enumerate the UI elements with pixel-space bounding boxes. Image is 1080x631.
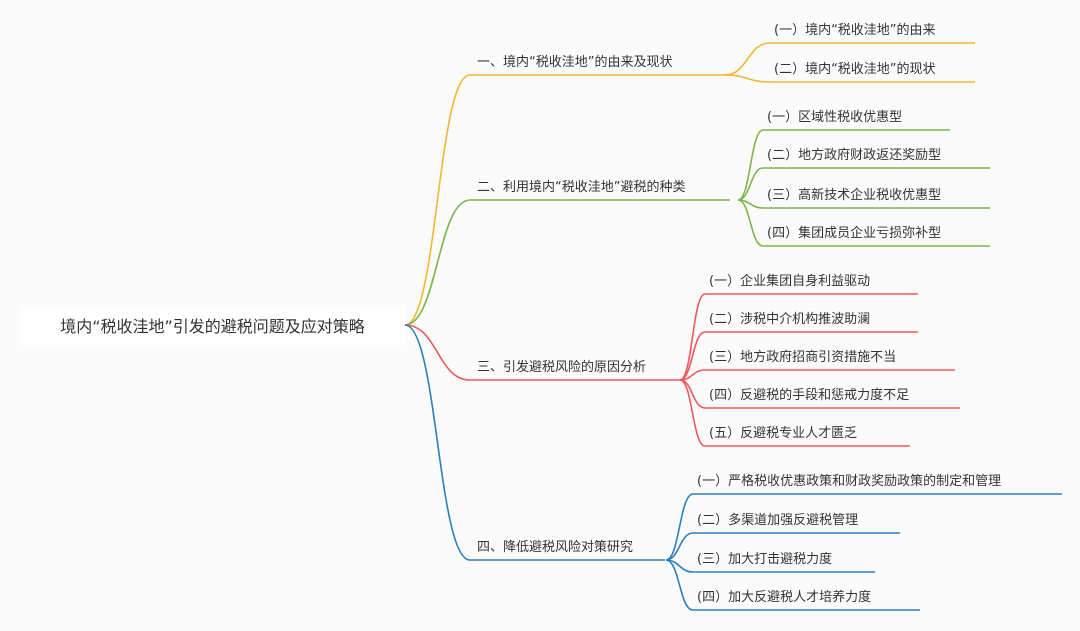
child-connector-4-2: [665, 532, 694, 561]
branch-connector-1: [404, 74, 471, 326]
child-connector-2-4: [737, 199, 764, 247]
child-connector-3-1: [679, 293, 706, 381]
subtopic-3-4[interactable]: (四）反避税的手段和惩戒力度不足: [709, 388, 910, 403]
branch-topic-3[interactable]: 三、引发避税风险的原因分析: [477, 360, 647, 375]
subtopic-1-2[interactable]: (二）境内“税收洼地”的现状: [774, 62, 936, 77]
child-connector-3-2: [679, 331, 706, 381]
subtopic-3-1[interactable]: (一）企业集团自身利益驱动: [709, 274, 871, 289]
subtopic-2-1[interactable]: (一）区域性税收优惠型: [767, 110, 903, 125]
subtopic-3-3[interactable]: (三）地方政府招商引资措施不当: [709, 350, 897, 365]
root-topic[interactable]: 境内“税收洼地”引发的避税问题及应对策略: [20, 305, 405, 345]
subtopic-2-3[interactable]: (三）高新技术企业税收优惠型: [767, 188, 942, 203]
child-connector-1-1: [724, 42, 771, 76]
subtopic-4-3[interactable]: (三）加大打击避税力度: [697, 552, 833, 567]
subtopic-4-4[interactable]: (四）加大反避税人才培养力度: [697, 590, 872, 605]
child-connector-2-2: [737, 167, 764, 201]
subtopic-2-2[interactable]: (二）地方政府财政返还奖励型: [767, 148, 942, 163]
branch-connector-2: [404, 199, 471, 326]
child-connector-2-1: [737, 129, 764, 201]
child-connector-3-5: [679, 379, 706, 447]
subtopic-4-1[interactable]: (一）严格税收优惠政策和财政奖励政策的制定和管理: [697, 474, 1002, 489]
subtopic-1-1[interactable]: (一）境内“税收洼地”的由来: [774, 23, 936, 38]
child-connector-4-4: [665, 559, 694, 611]
root-topic-label: 境内“税收洼地”引发的避税问题及应对策略: [60, 317, 365, 336]
branch-connector-3: [404, 324, 471, 381]
child-connector-4-1: [665, 493, 694, 561]
subtopic-3-2[interactable]: (二）涉税中介机构推波助澜: [709, 312, 871, 327]
subtopic-3-5[interactable]: (五）反避税专业人才匮乏: [709, 426, 858, 441]
child-connector-3-4: [679, 379, 706, 409]
subtopic-2-4[interactable]: (四）集团成员企业亏损弥补型: [767, 226, 942, 241]
subtopic-4-2[interactable]: (二）多渠道加强反避税管理: [697, 513, 859, 528]
branch-connector-4: [404, 324, 471, 561]
child-connector-1-2: [724, 74, 771, 83]
branch-topic-1[interactable]: 一、境内“税收洼地”的由来及现状: [477, 55, 673, 70]
branch-topic-4[interactable]: 四、降低避税风险对策研究: [477, 540, 634, 555]
branch-topic-2[interactable]: 二、利用境内“税收洼地”避税的种类: [477, 180, 686, 195]
